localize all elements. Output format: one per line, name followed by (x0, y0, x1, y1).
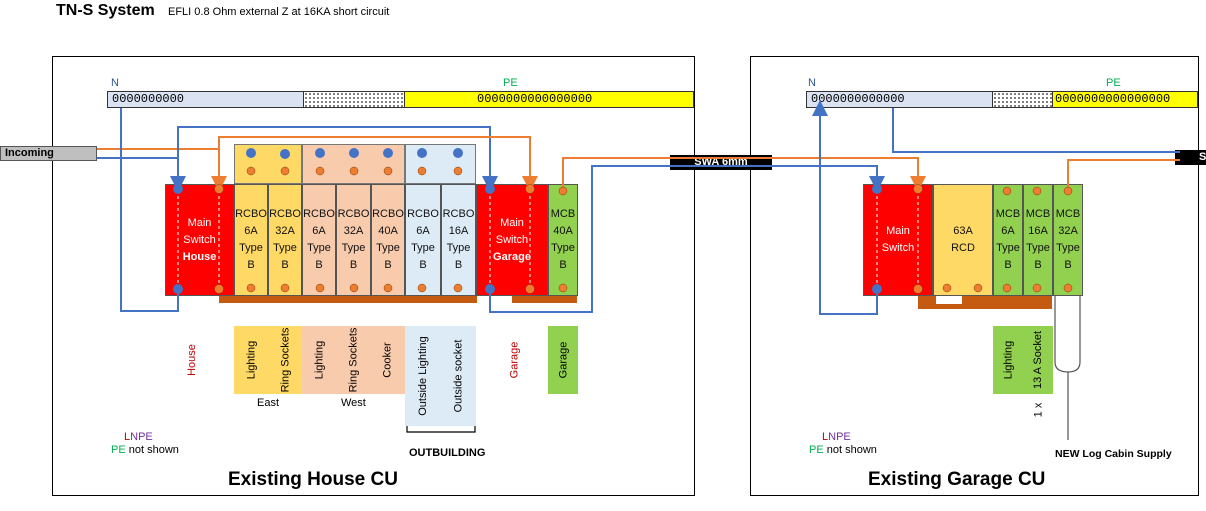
garage-label-lighting: Lighting (993, 326, 1023, 394)
house-pe-label: PE (503, 77, 518, 89)
house-legend-pe: PE not shown (111, 444, 179, 456)
swa-line-wire (562, 157, 926, 192)
garage-line-out-wire (1067, 159, 1180, 191)
swa-cable-right-label: S (1175, 150, 1206, 165)
garage-cu-title: Existing Garage CU (868, 469, 1046, 490)
garage-main-switch-in-house: Main Switch Garage (476, 184, 548, 296)
incoming-cable: Incoming (0, 146, 97, 161)
garage-neutral-out-wire (892, 108, 1180, 153)
label-ring-east: Ring Sockets (268, 326, 302, 394)
house-main-switch: Main Switch House (165, 184, 234, 296)
label-outside-lighting: Outside Lighting (405, 326, 441, 426)
house-bar-gap (303, 91, 405, 108)
garage-neutral-return-wire (812, 100, 878, 315)
garage-legend-lnpe: LNPE (822, 431, 851, 443)
diagram-subtitle: EFLI 0.8 Ohm external Z at 16KA short ci… (168, 6, 390, 18)
log-cabin-bracket (1054, 296, 1081, 440)
label-lighting-west: Lighting (302, 326, 336, 394)
garage-n-label: N (808, 77, 816, 89)
house-n-label: N (111, 77, 119, 89)
label-lighting-east: Lighting (234, 326, 268, 394)
house-neutral-return-wire (120, 108, 179, 312)
house-garage-neutral-wire (177, 126, 498, 192)
label-outside-socket: Outside socket (441, 326, 476, 426)
incoming-label: Incoming (5, 147, 54, 159)
line-terminals (214, 166, 1073, 294)
house-earth-bar: 0000000000000000 (404, 91, 694, 108)
house-cu-frame (52, 56, 695, 496)
neutral-terminals (173, 148, 882, 294)
garage-cu-frame (750, 56, 1199, 496)
garage-neutral-bar: 0000000000000 (806, 91, 993, 108)
group-east-label: East (257, 397, 280, 409)
group-outbuilding-label: OUTBUILDING (409, 447, 486, 459)
rcbo-top-strip-blue (405, 144, 476, 184)
house-busbar-garage (512, 295, 577, 303)
garage-earth-bar: 0000000000000000 (1052, 91, 1198, 108)
garage-bar-gap (992, 91, 1053, 108)
garage-legend-pe: PE not shown (809, 444, 877, 456)
label-garage-feed: Garage (548, 326, 578, 394)
diagram-title: TN-S System (56, 2, 155, 19)
log-cabin-label: NEW Log Cabin Supply (1055, 448, 1172, 460)
outbuilding-bracket (406, 426, 476, 433)
incoming-neutral-wire (97, 157, 186, 192)
house-legend-lnpe: LNPE (124, 431, 153, 443)
house-garage-line-wire (218, 136, 538, 192)
group-west-label: West (341, 397, 366, 409)
garage-pe-label: PE (1106, 77, 1121, 89)
swa-neutral-wire (489, 165, 885, 313)
garage-label-socket: 13 A Socket (1023, 326, 1053, 394)
house-neutral-bar: 0000000000 (107, 91, 304, 108)
incoming-line-wire (97, 148, 227, 192)
rcbo-top-strip-yellow (234, 144, 302, 184)
garage-busbar-notch (936, 295, 962, 304)
house-busbar-main (219, 295, 477, 303)
house-cu-title: Existing House CU (228, 469, 398, 490)
label-cooker: Cooker (371, 326, 405, 394)
label-ring-west: Ring Sockets (336, 326, 371, 394)
